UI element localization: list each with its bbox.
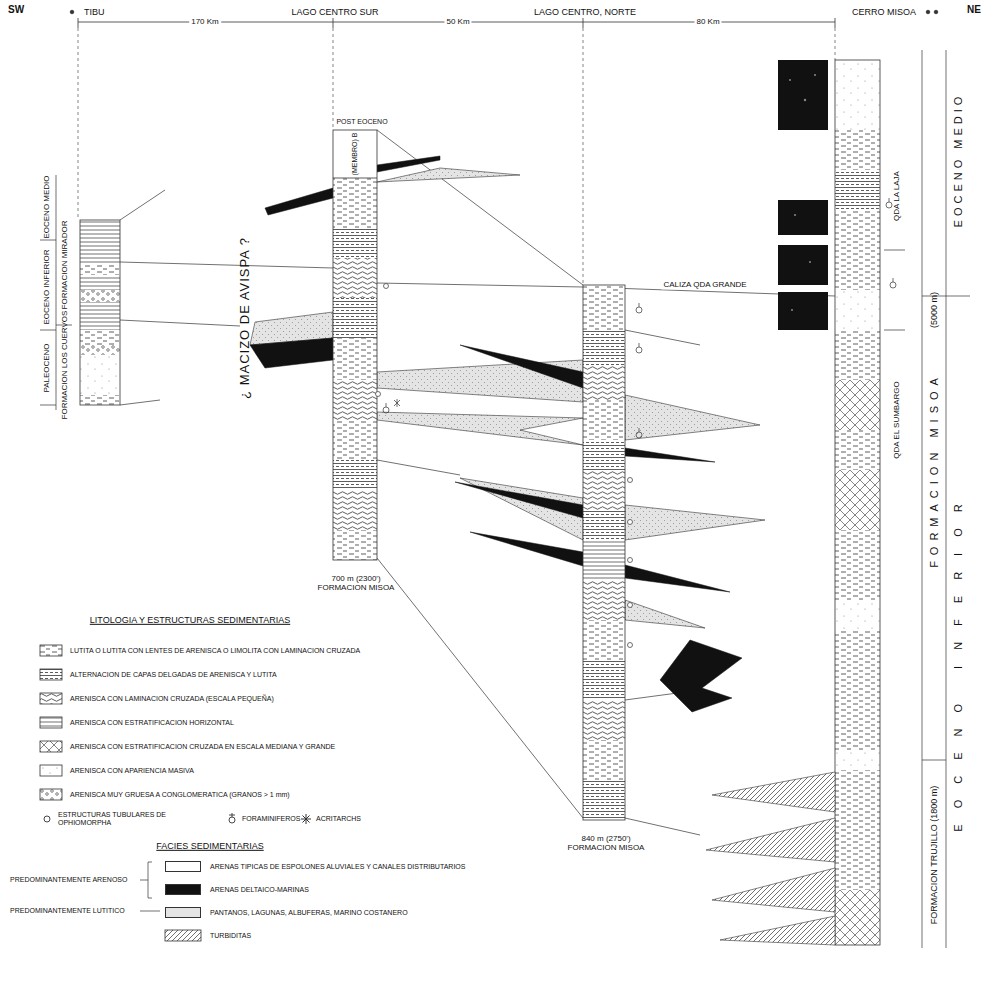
legend-text: ARENAS TIPICAS DE ESPOLONES ALUVIALES Y … [210, 863, 465, 871]
text-label: NE [967, 4, 981, 16]
vertical-label: QDA EL SUMBARGO [892, 381, 901, 459]
legend-sample [299, 812, 313, 826]
legend-text: ARENISCA CON ESTRATIFICACION HORIZONTAL [70, 719, 234, 727]
legend-swatch [165, 907, 201, 918]
legend-text: LUTITA O LUTITA CON LENTES DE ARENISCA O… [70, 647, 360, 655]
legend-text: FORAMINIFEROS [242, 815, 300, 823]
legend-sample [39, 740, 63, 753]
legend-text: ESTRUCTURAS TUBULARES DE OPHIOMORPHA [58, 811, 198, 827]
legend-sample [39, 788, 63, 801]
text-label: LAGO CENTRO SUR [291, 7, 378, 17]
vertical-label: FORMACION MISOA [928, 372, 941, 568]
text-label: 170 Km [189, 17, 221, 26]
legend-text: ALTERNACION DE CAPAS DELGADAS DE ARENISC… [70, 671, 277, 679]
legend-swatch [165, 884, 201, 895]
vertical-label: EOCENO INFERIOR [42, 249, 51, 324]
text-label: TIBU [84, 7, 105, 17]
legend-sample [164, 929, 202, 942]
vertical-label: FORMACION TRUJILLO (1800 m) [929, 786, 939, 924]
legend-swatch [165, 861, 201, 872]
text-label: SW [8, 4, 24, 16]
vertical-label: ¿ MACIZO DE AVISPA ? [238, 237, 253, 399]
legend-sample [39, 668, 63, 681]
text-label: 700 m (2300') FORMACION MISOA [316, 574, 396, 592]
text-label: POST EOCENO [336, 118, 387, 126]
text-label: LITOLOGIA Y ESTRUCTURAS SEDIMENTARIAS [90, 615, 290, 625]
legend-text: ARENAS DELTAICO-MARINAS [210, 886, 309, 894]
legend-sample [225, 812, 239, 826]
legend-sample [39, 716, 63, 729]
legend-text: ARENISCA MUY GRUESA A CONGLOMERATICA (GR… [70, 791, 290, 799]
legend-text: ARENISCA CON ESTRATIFICACION CRUZADA EN … [70, 743, 335, 751]
text-label: 50 Km [444, 17, 471, 26]
text-label: FACIES SEDIMENTARIAS [156, 841, 263, 851]
legend-sample [41, 813, 53, 825]
vertical-label: FORMACION MIRADOR [60, 221, 69, 310]
vertical-label: (MEMBRO) B [351, 133, 359, 176]
vertical-label: FORMACION LOS CUERVOS [60, 311, 69, 420]
legend-sample [39, 692, 63, 705]
vertical-label: EOCENO MEDIO [42, 175, 51, 238]
vertical-label: (5000 m) [929, 292, 939, 328]
text-label: PREDOMINANTEMENTE LUTITICO [10, 907, 138, 915]
legend-text: TURBIDITAS [210, 932, 251, 940]
vertical-label: EOCENO INFERIOR [952, 488, 965, 831]
legend-text: ARENISCA CON LAMINACION CRUZADA (ESCALA … [70, 695, 274, 703]
text-label: PREDOMINANTEMENTE ARENOSO [10, 876, 130, 884]
vertical-label: QDA LA LAJA [892, 171, 901, 221]
legend-text: PANTANOS, LAGUNAS, ALBUFERAS, MARINO COS… [210, 909, 408, 917]
vertical-label: PALEOCENO [42, 343, 51, 392]
text-label: CALIZA QDA GRANDE [661, 280, 748, 289]
legend-sample [39, 764, 63, 777]
text-label: 80 Km [694, 17, 721, 26]
legend-text: ACRITARCHS [316, 815, 361, 823]
text-label: 840 m (2750') FORMACION MISOA [566, 834, 646, 852]
text-label: LAGO CENTRO, NORTE [534, 7, 636, 17]
text-label: CERRO MISOA [852, 7, 916, 17]
legend-text: ARENISCA CON APARIENCIA MASIVA [70, 767, 194, 775]
legend-sample [39, 644, 63, 657]
vertical-label: EOCENO MEDIO [952, 93, 965, 228]
